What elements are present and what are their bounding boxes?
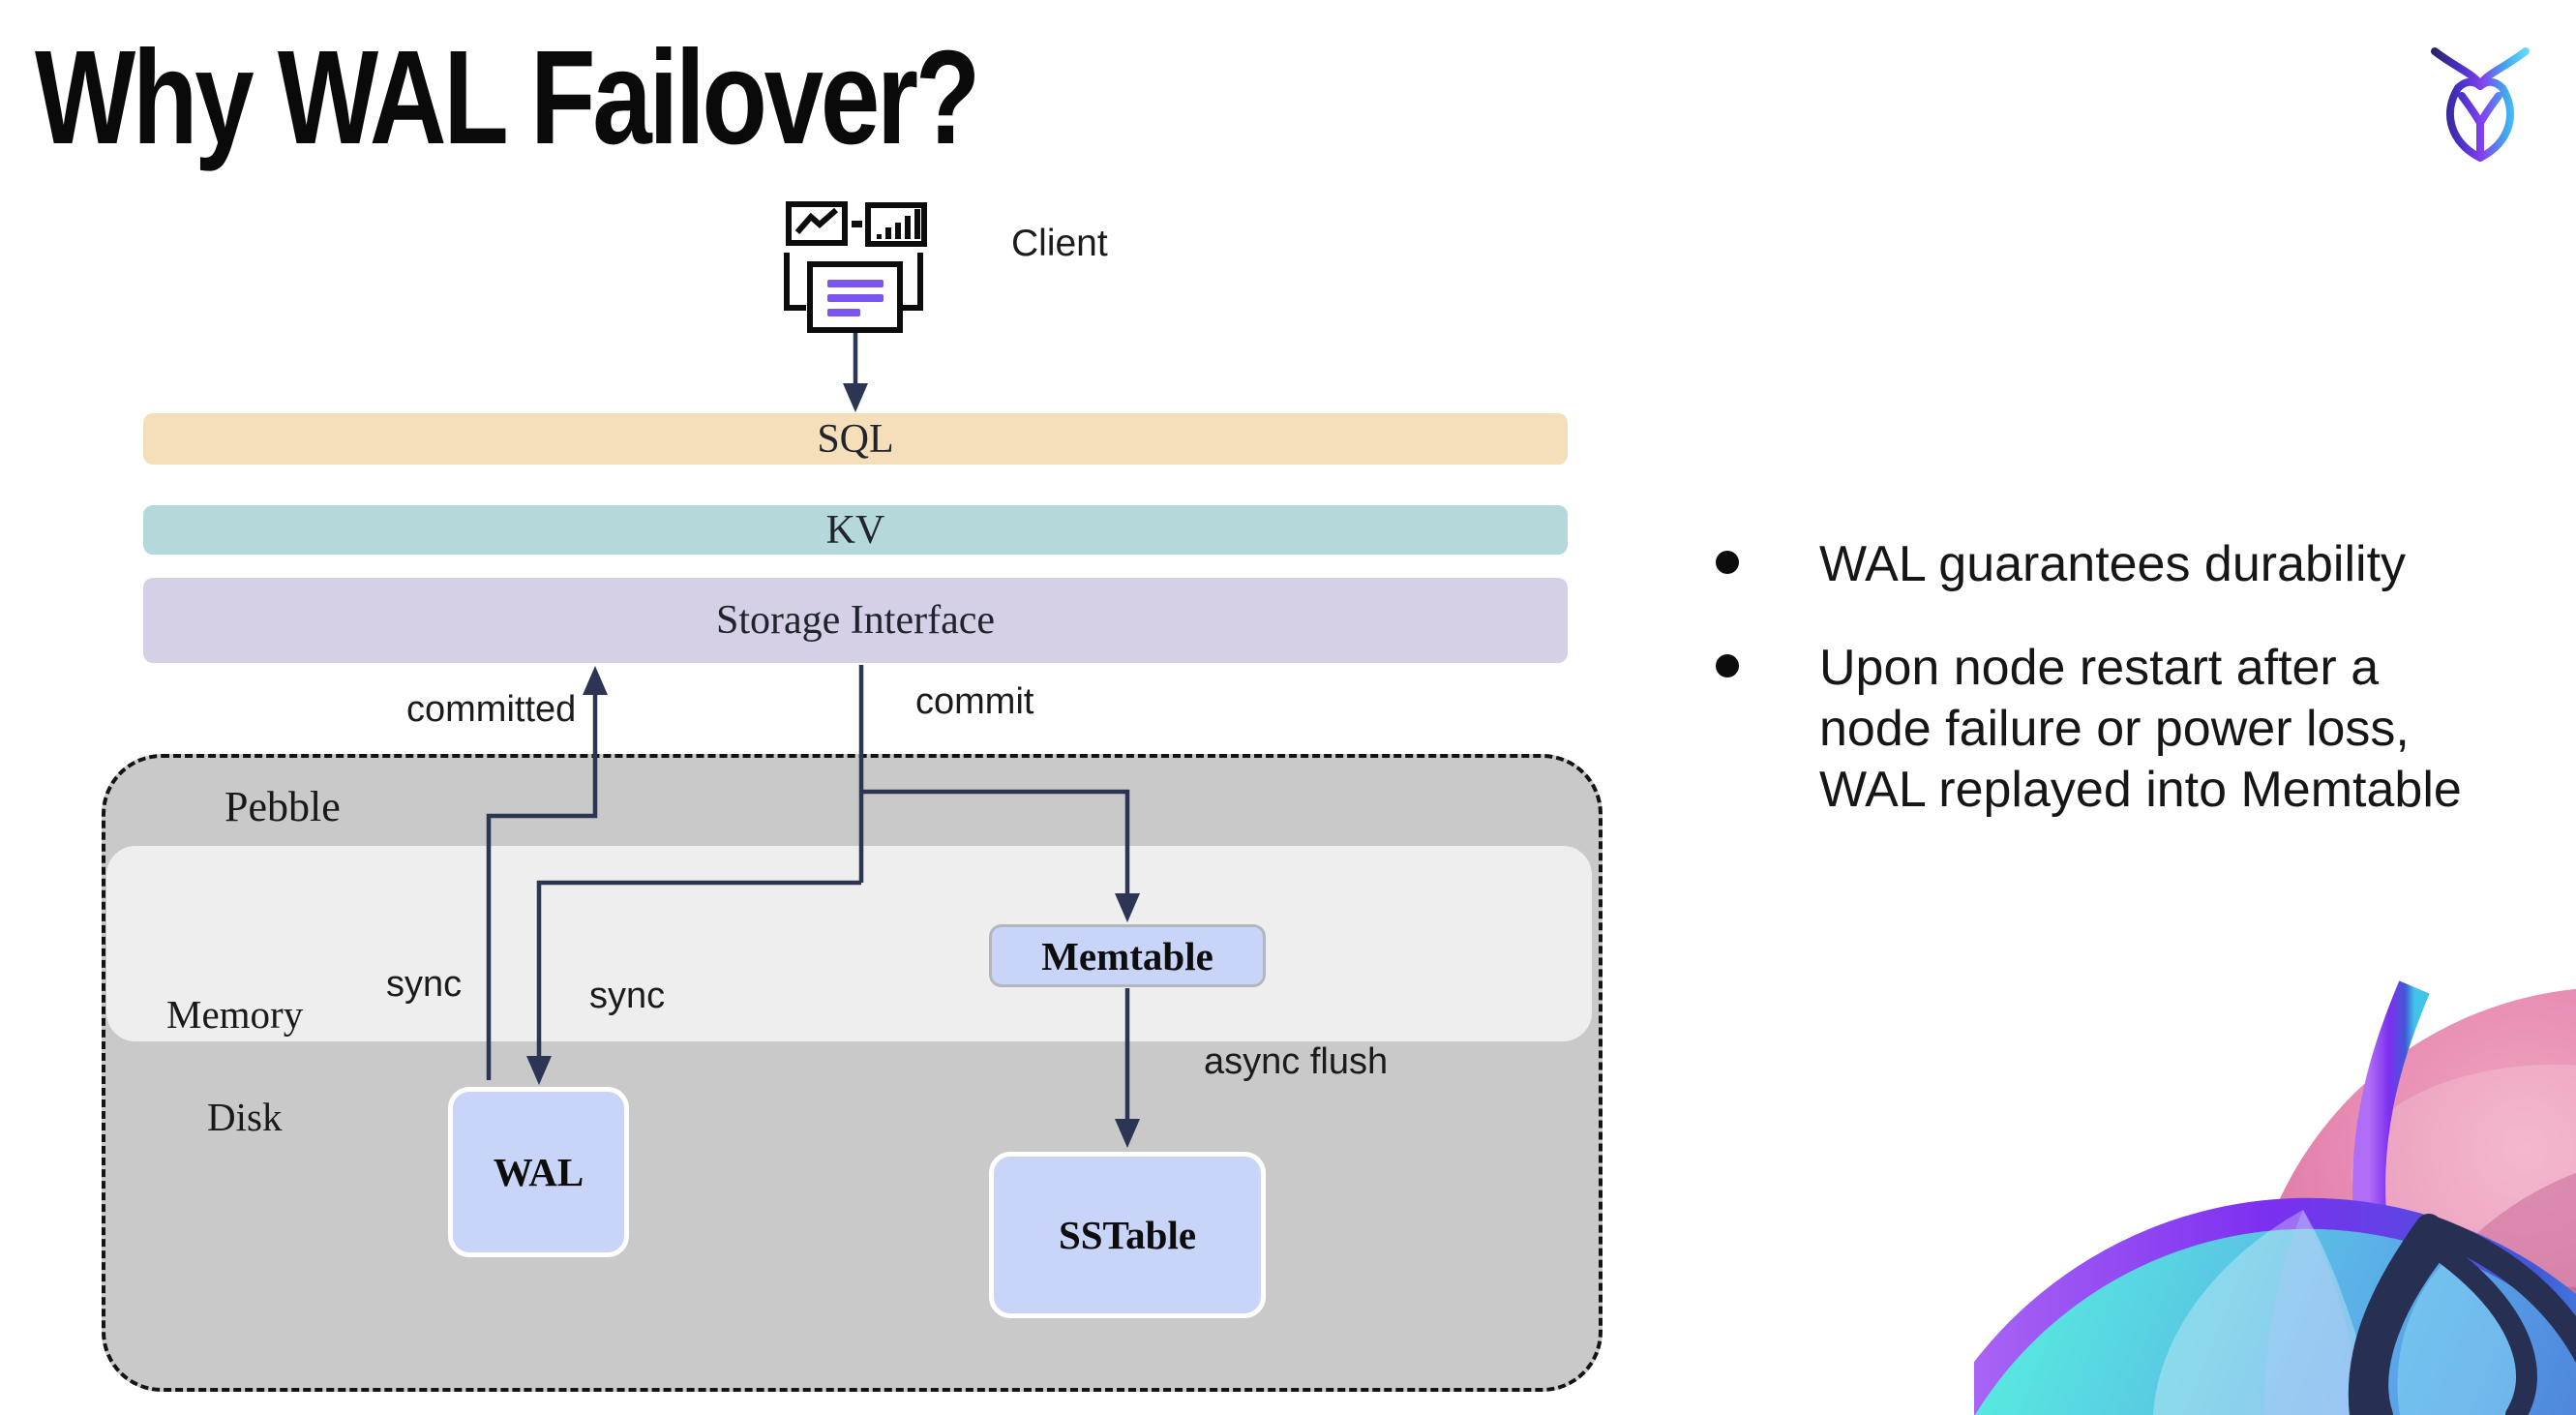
bullet-dot-icon — [1716, 551, 1739, 574]
dash-glyph — [852, 221, 862, 227]
wal-node: WAL — [448, 1087, 629, 1257]
committed-label: committed — [406, 689, 577, 730]
list-item: Upon node restart after a node failure o… — [1716, 638, 2509, 821]
arrowhead-storage — [583, 666, 608, 695]
storage-interface-label: Storage Interface — [716, 598, 995, 643]
bullet-line: WAL replayed into Memtable — [1819, 762, 2462, 818]
bullet-line: Upon node restart after a — [1819, 640, 2380, 696]
layer-bar-kv: KV — [143, 505, 1568, 555]
bullet-text: WAL guarantees durability — [1819, 534, 2406, 595]
brand-artwork — [1974, 980, 2576, 1415]
bullet-dot-icon — [1716, 654, 1739, 677]
layer-bar-sql: SQL — [143, 413, 1568, 465]
disk-label: Disk — [207, 1095, 283, 1139]
bullet-text: Upon node restart after a node failure o… — [1819, 638, 2462, 821]
commit-label: commit — [915, 681, 1034, 722]
sync-left-label: sync — [386, 964, 463, 1005]
memory-region — [106, 846, 1592, 1041]
wal-label: WAL — [493, 1150, 584, 1194]
kv-label: KV — [825, 507, 885, 553]
sstable-node: SSTable — [989, 1152, 1266, 1318]
bullet-line: WAL guarantees durability — [1819, 536, 2407, 592]
sync-right-label: sync — [589, 976, 666, 1016]
bullet-line: node failure or power loss, — [1819, 701, 2410, 757]
memtable-label: Memtable — [1041, 933, 1213, 978]
sstable-label: SSTable — [1058, 1213, 1197, 1257]
layer-bar-storage-interface: Storage Interface — [143, 578, 1568, 663]
sql-label: SQL — [817, 416, 894, 462]
memtable-node: Memtable — [989, 924, 1266, 987]
memory-label: Memory — [166, 992, 304, 1037]
async-flush-label: async flush — [1204, 1041, 1389, 1082]
client-label: Client — [1011, 223, 1108, 264]
arrowhead-sql — [843, 383, 868, 412]
cockroachdb-logo-icon — [2431, 47, 2530, 162]
pebble-label: Pebble — [225, 783, 341, 830]
bullet-list: WAL guarantees durability Upon node rest… — [1716, 534, 2509, 821]
list-item: WAL guarantees durability — [1716, 534, 2509, 595]
client-terminal-icon — [784, 201, 927, 333]
page-title: Why WAL Failover? — [35, 23, 980, 172]
